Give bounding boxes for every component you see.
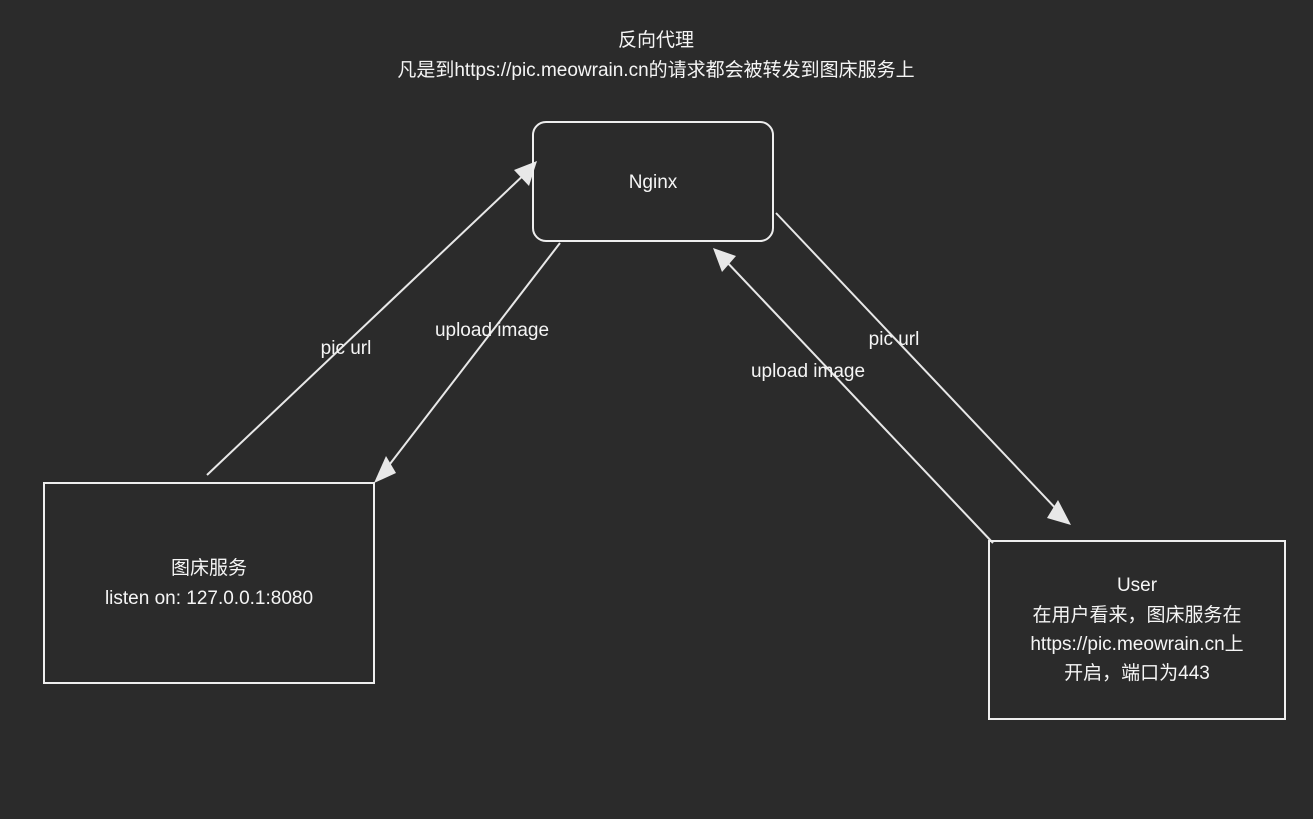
diagram-title-line1: 反向代理	[618, 29, 694, 51]
arrowhead-to-service	[374, 456, 396, 483]
edge-nginx-to-service-line	[382, 242, 561, 474]
edge-label-service-to-nginx: pic url	[321, 338, 372, 359]
edge-user-to-nginx: upload image	[713, 248, 994, 544]
node-image-service-box[interactable]	[43, 482, 375, 684]
node-nginx-box[interactable]	[532, 121, 774, 242]
edge-nginx-to-service: upload image	[374, 242, 561, 483]
edge-service-to-nginx-line	[206, 169, 530, 476]
edge-nginx-to-user: pic url	[775, 212, 1071, 525]
node-nginx[interactable]: Nginx	[532, 121, 774, 242]
node-nginx-label: Nginx	[629, 172, 678, 193]
node-image-service-label: 图床服务	[171, 557, 247, 579]
arrowhead-to-nginx-left	[514, 161, 537, 186]
edge-service-to-nginx: pic url	[206, 161, 537, 476]
arrowhead-to-user	[1047, 500, 1071, 525]
edge-label-nginx-to-user: pic url	[869, 329, 920, 350]
node-image-service-listen: listen on: 127.0.0.1:8080	[105, 588, 313, 609]
node-user[interactable]: User 在用户看来，图床服务在 https://pic.meowrain.cn…	[988, 540, 1286, 720]
diagram-title-line2: 凡是到https://pic.meowrain.cn的请求都会被转发到图床服务上	[397, 59, 914, 81]
edge-user-to-nginx-line	[723, 258, 994, 544]
node-user-box[interactable]	[988, 540, 1286, 720]
edge-nginx-to-user-line	[775, 212, 1061, 514]
node-user-desc-line1: 在用户看来，图床服务在	[1032, 604, 1241, 626]
node-user-label: User	[1117, 575, 1158, 596]
node-user-desc-line3: 开启，端口为443	[1064, 662, 1210, 684]
arrowhead-to-nginx-bottom	[713, 248, 736, 272]
edge-label-nginx-to-service: upload image	[435, 320, 549, 341]
node-user-desc-line2: https://pic.meowrain.cn上	[1030, 633, 1243, 655]
edge-label-user-to-nginx: upload image	[751, 361, 865, 382]
node-image-service[interactable]: 图床服务 listen on: 127.0.0.1:8080	[43, 482, 375, 684]
